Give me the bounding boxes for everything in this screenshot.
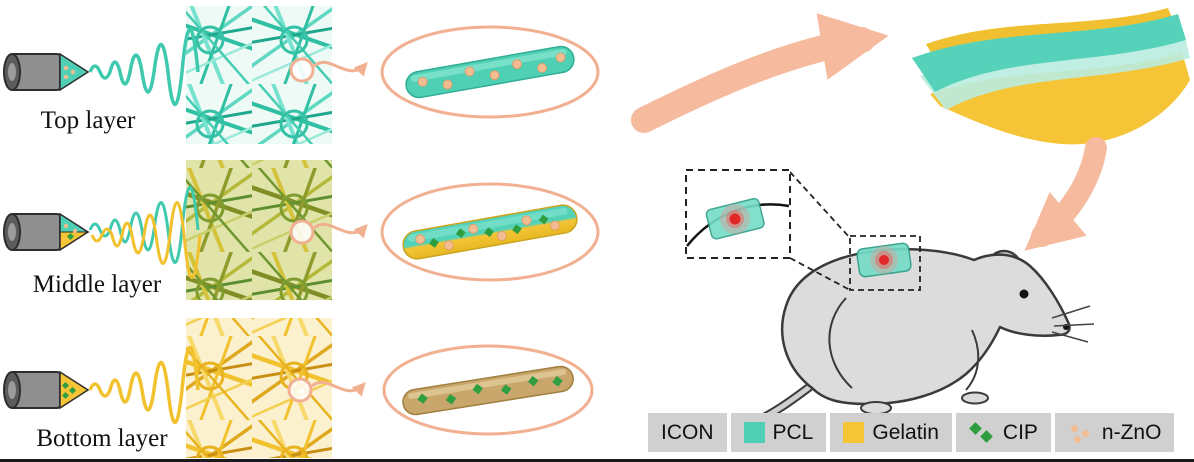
membrane-sheet-gelatin: [930, 52, 1190, 145]
legend-item-pcl: PCL: [730, 413, 827, 452]
zno-swatch-icon: [1068, 421, 1094, 445]
mouse-front-leg-line: [965, 329, 980, 391]
dot-shape: [1070, 424, 1078, 432]
membrane-stack: [912, 8, 1190, 145]
diamond-shape: [969, 421, 982, 435]
legend-icon-label: ICON: [661, 420, 714, 444]
jet-coil-middle-gelatin: [90, 201, 202, 279]
legend-pcl-label: PCL: [772, 420, 814, 444]
pcl-swatch-icon: [743, 422, 765, 443]
wound-dot: [879, 255, 889, 265]
fiber-strand-top: [405, 45, 575, 99]
legend-item-zno: n-ZnO: [1054, 413, 1175, 452]
syringe-bottom: [3, 370, 90, 410]
label-middle-layer: Middle layer: [33, 271, 162, 298]
dot-shape: [1073, 435, 1081, 443]
syringe-top: [3, 52, 90, 92]
label-top-layer: Top layer: [41, 107, 136, 134]
magnifier-circle-bottom: [287, 377, 313, 403]
syringe-middle: [3, 212, 90, 252]
mouse-illustration: [741, 247, 1095, 431]
legend-zno-label: n-ZnO: [1101, 420, 1162, 444]
legend: ICON PCL Gelatin CIP n-ZnO: [648, 413, 1175, 452]
jet-coil-bottom: [88, 346, 200, 425]
mouse-haunch-line: [828, 297, 853, 389]
membrane-sheet-pcl: [912, 14, 1186, 92]
membrane-sheet-gelatin-edge: [926, 8, 1172, 58]
assembly-arrow: [631, 13, 889, 133]
fiber-strand-middle: [402, 204, 578, 260]
mouse-front-foot: [961, 391, 989, 405]
mouse-whiskers: [1051, 305, 1095, 343]
patch-zoom-frame: [849, 235, 921, 291]
cip-swatch-icon: [969, 421, 995, 445]
jet-coil-top: [88, 28, 200, 107]
diamond-shape: [980, 429, 993, 443]
label-bottom-layer: Bottom layer: [36, 425, 168, 452]
fiber-strand-bottom: [402, 365, 574, 416]
legend-gelatin-label: Gelatin: [872, 420, 939, 444]
bottom-rule: [0, 459, 1194, 462]
zoom-connector-lines: [789, 171, 851, 291]
magnifier-circle-top: [289, 57, 315, 83]
legend-icon-box: ICON: [648, 413, 727, 452]
mouse-eye: [1019, 289, 1029, 299]
inset-wound-dot: [729, 213, 741, 225]
legend-item-gelatin: Gelatin: [830, 413, 952, 452]
mouse-body: [781, 247, 1071, 406]
dot-shape: [1081, 429, 1089, 437]
zoom-inset: [685, 169, 791, 259]
jet-coil-middle-pcl: [88, 186, 200, 264]
zoom-arrow-middle: [313, 222, 368, 239]
zoom-arrow-bottom: [311, 380, 366, 397]
legend-cip-label: CIP: [1002, 420, 1038, 444]
gelatin-swatch-icon: [843, 422, 865, 443]
application-arrow: [1024, 137, 1107, 251]
zoom-arrow-top: [313, 60, 368, 77]
magnifier-circle-middle: [289, 219, 315, 245]
legend-item-cip: CIP: [955, 413, 1051, 452]
